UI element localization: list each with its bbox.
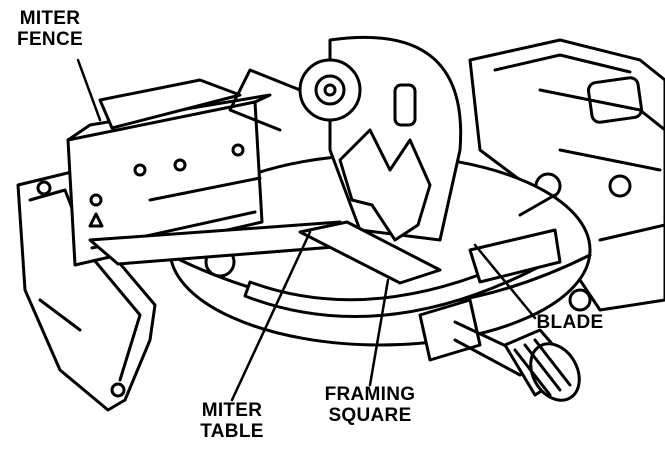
miter-fence bbox=[66, 78, 272, 267]
leader-miter-table bbox=[230, 230, 312, 402]
miter-table-label-line-1: MITER bbox=[201, 400, 263, 421]
framing-square-label-line-2: SQUARE bbox=[328, 405, 412, 426]
miter-table-label-line-2: TABLE bbox=[200, 421, 264, 442]
leader-miter-fence bbox=[76, 58, 102, 122]
saw-blade bbox=[228, 35, 463, 242]
leader-lines bbox=[76, 58, 537, 402]
motor-housing bbox=[468, 38, 665, 312]
blade-callout: BLADE bbox=[525, 312, 615, 333]
framing-square bbox=[88, 220, 442, 285]
blade-label: BLADE bbox=[536, 312, 604, 333]
miter-table-callout: MITER TABLE bbox=[190, 400, 274, 442]
leader-blade bbox=[473, 243, 537, 320]
miter-fence-callout: MITER FENCE bbox=[4, 8, 96, 50]
miter-lock-knob bbox=[418, 298, 581, 402]
miter-scale bbox=[243, 228, 562, 319]
miter-fence-label-line-1: MITER bbox=[19, 8, 81, 29]
framing-square-label-line-1: FRAMING bbox=[324, 384, 416, 405]
miter-fence-label-line-2: FENCE bbox=[17, 29, 83, 50]
leader-framing-square bbox=[368, 278, 390, 387]
framing-square-callout: FRAMING SQUARE bbox=[308, 384, 432, 426]
